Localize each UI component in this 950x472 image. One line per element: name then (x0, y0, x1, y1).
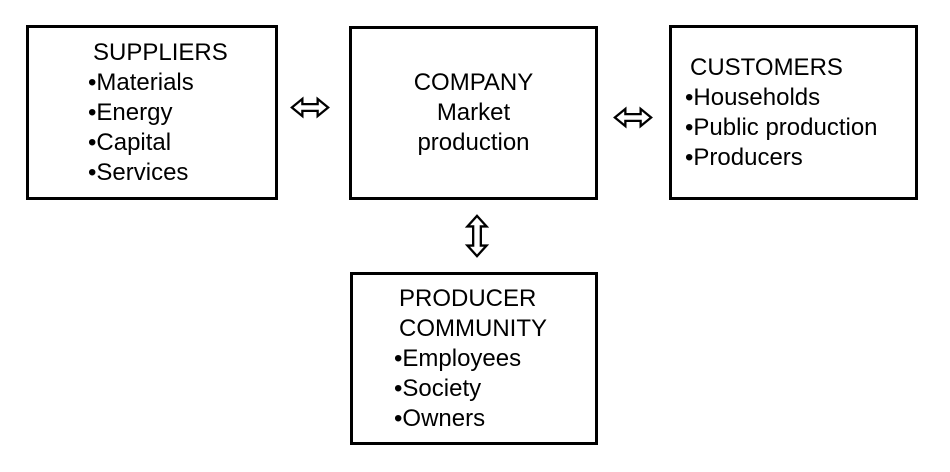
list-item: •Employees (394, 344, 595, 374)
list-item: •Public production (685, 113, 915, 143)
horizontal-double-arrow-icon (613, 106, 653, 129)
list-item: •Services (88, 158, 275, 188)
list-item: •Households (685, 83, 915, 113)
bullet-glyph: • (394, 374, 403, 402)
producer-community-title-line: PRODUCER (399, 284, 537, 312)
bullet-glyph: • (88, 98, 97, 126)
list-item-label: Materials (96, 68, 194, 96)
bullet-glyph: • (88, 128, 97, 156)
list-item-label: Public production (693, 113, 878, 141)
list-item-label: Owners (402, 404, 486, 432)
suppliers-box: SUPPLIERS •Materials •Energy •Capital •S… (26, 25, 278, 200)
list-item: •Society (394, 374, 595, 404)
list-item-label: Employees (402, 344, 522, 372)
company-title: COMPANY (413, 69, 534, 96)
list-item: •Materials (88, 68, 275, 98)
list-item-label: Households (693, 83, 821, 111)
producer-community-box: PRODUCER COMMUNITY •Employees •Society •… (350, 272, 598, 445)
customers-title: CUSTOMERS (690, 53, 843, 81)
list-item: •Capital (88, 128, 275, 158)
list-item-label: Society (402, 374, 482, 402)
company-subtitle-line: Market (436, 99, 511, 126)
list-item-label: Capital (96, 128, 172, 156)
bullet-glyph: • (685, 113, 694, 141)
list-item-label: Services (96, 158, 189, 186)
list-item: •Energy (88, 98, 275, 128)
bullet-glyph: • (685, 143, 694, 171)
bullet-glyph: • (394, 344, 403, 372)
bullet-glyph: • (685, 83, 694, 111)
company-box: COMPANY Market production (349, 26, 598, 200)
bullet-glyph: • (88, 68, 97, 96)
producer-community-title-line: COMMUNITY (399, 314, 547, 342)
list-item-label: Producers (693, 143, 803, 171)
suppliers-title: SUPPLIERS (93, 38, 228, 66)
bullet-glyph: • (394, 404, 403, 432)
company-subtitle-line: production (417, 129, 530, 156)
list-item: •Producers (685, 143, 915, 173)
horizontal-double-arrow-icon (290, 96, 330, 119)
bullet-glyph: • (88, 158, 97, 186)
list-item: •Owners (394, 404, 595, 434)
list-item-label: Energy (96, 98, 173, 126)
vertical-double-arrow-icon (464, 214, 490, 258)
customers-box: CUSTOMERS •Households •Public production… (669, 25, 918, 200)
